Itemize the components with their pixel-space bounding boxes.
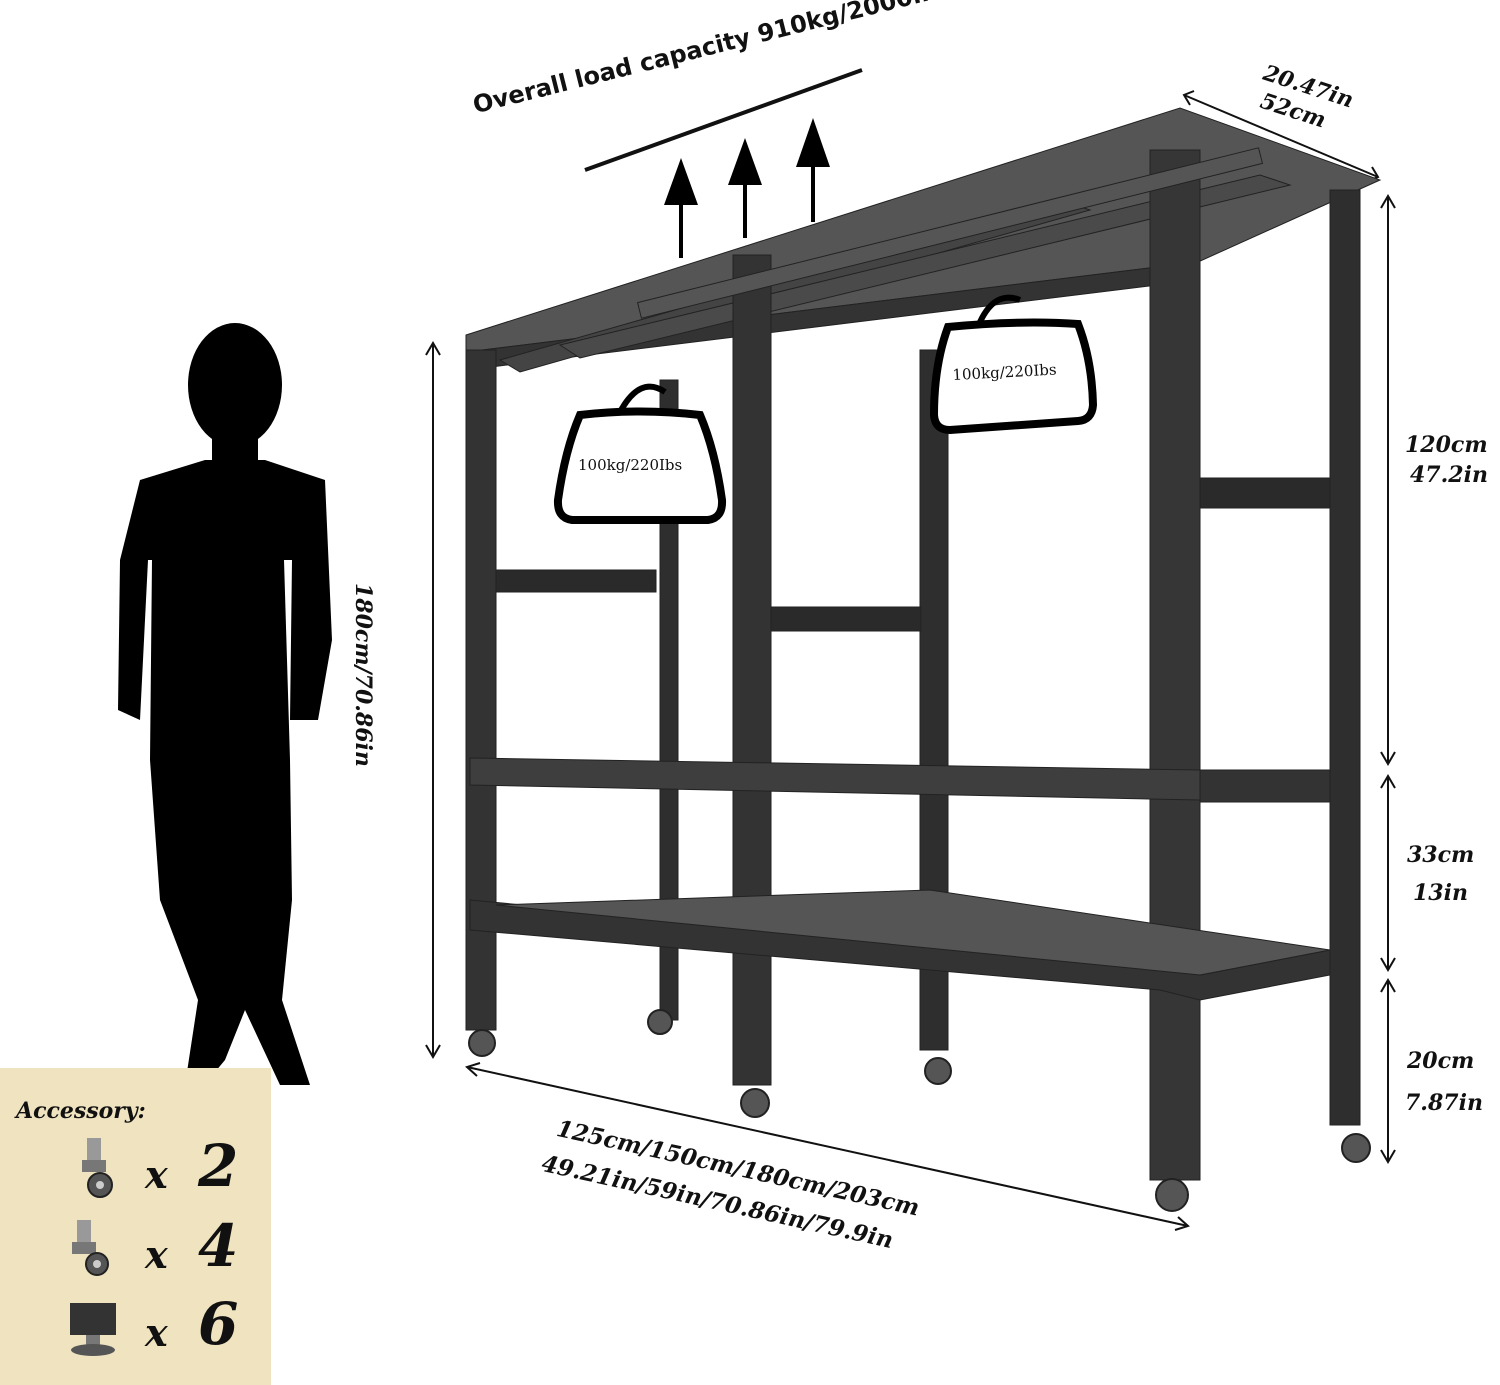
segment-top-cm: 120cm [1405, 432, 1488, 458]
hanger-right [929, 294, 1098, 435]
accessory-times-3: x [145, 1310, 168, 1355]
person-silhouette [118, 323, 332, 1090]
accessory-count-2: 4 [198, 1212, 239, 1280]
accessory-count-3: 6 [198, 1290, 239, 1358]
accessory-times-2: x [145, 1232, 168, 1277]
shelf-frame [465, 107, 1382, 1181]
accessory-count-1: 2 [198, 1132, 239, 1200]
load-arrows [664, 118, 830, 258]
casters [468, 1009, 1371, 1212]
height-total-label: 180cm/70.86in [350, 583, 376, 767]
accessory-times-1: x [145, 1152, 168, 1197]
accessory-panel [0, 1068, 271, 1385]
segment-middle-inches: 13in [1413, 880, 1468, 906]
segment-top-inches: 47.2in [1410, 462, 1488, 488]
accessory-title: Accessory: [16, 1098, 146, 1124]
segment-bottom-cm: 20cm [1407, 1048, 1475, 1074]
hanger-left-label: 100kg/220Ibs [578, 456, 683, 474]
dimension-lines [425, 68, 1396, 1231]
segment-bottom-inches: 7.87in [1405, 1090, 1483, 1116]
hanger-left [553, 383, 727, 524]
segment-middle-cm: 33cm [1407, 842, 1475, 868]
